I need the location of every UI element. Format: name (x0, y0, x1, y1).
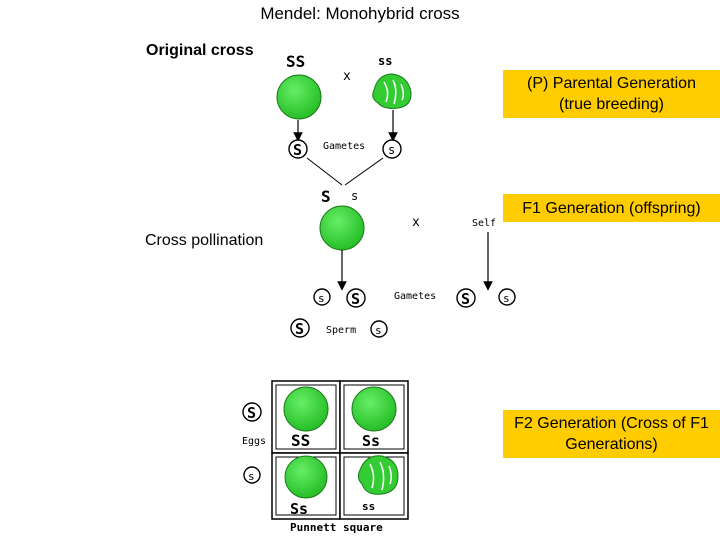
f1-gamete-recessive-left: s (318, 292, 325, 305)
gamete-recessive-letter: s (388, 143, 395, 157)
f1-gamete-recessive-right: s (503, 292, 510, 305)
gamete-recessive-circle (382, 139, 402, 159)
pea-smooth-cell-1 (283, 386, 329, 432)
original-cross-label: Original cross (146, 42, 254, 59)
pea-wrinkled-parent (372, 73, 412, 109)
pea-smooth-cell-2 (351, 386, 397, 432)
sperm-label: Sperm (326, 325, 356, 336)
f1-genotype-dominant: S (321, 187, 331, 206)
f1-generation-callout: F1 Generation (offspring) (503, 194, 720, 222)
parental-generation-callout: (P) Parental Generation (true breeding) (503, 70, 720, 118)
gametes-label-top: Gametes (323, 141, 365, 152)
eggs-label: Eggs (242, 436, 266, 447)
pea-wrinkled-cell-4 (357, 455, 399, 495)
gametes-label-f1: Gametes (394, 291, 436, 302)
egg-dominant-letter: S (247, 404, 256, 422)
f1-gamete-dominant-left: S (351, 290, 360, 308)
f1-gamete-dominant-left-circle (346, 288, 366, 308)
parent-right-genotype: ss (378, 54, 392, 68)
page-title: Mendel: Monohybrid cross (260, 4, 460, 23)
punnett-cell-1-genotype: SS (291, 431, 310, 450)
gamete-dominant-circle (288, 139, 308, 159)
f1-gamete-dominant-right: S (461, 290, 470, 308)
pea-smooth-cell-3 (284, 455, 328, 499)
gamete-dominant-letter: S (293, 141, 302, 159)
sperm-dominant-letter: S (295, 320, 304, 338)
sperm-recessive-circle (370, 320, 388, 338)
egg-recessive-circle (243, 466, 261, 484)
punnett-cell-3-genotype: Ss (290, 500, 308, 518)
pea-smooth-f1 (319, 205, 365, 251)
f1-gamete-recessive-right-circle (498, 288, 516, 306)
egg-dominant-circle (242, 402, 262, 422)
sperm-dominant-circle (290, 318, 310, 338)
f1-gamete-recessive-left-circle (313, 288, 331, 306)
egg-recessive-letter: s (248, 470, 255, 483)
f1-genotype-recessive: s (351, 189, 358, 203)
punnett-cell-4-genotype: ss (362, 500, 375, 513)
self-label: Self (472, 218, 496, 229)
f1-cross-symbol: x (412, 215, 420, 230)
pea-smooth-parent (276, 74, 322, 120)
cross-pollination-label: Cross pollination (145, 232, 264, 249)
parent-left-genotype: SS (286, 52, 305, 71)
parent-cross-symbol: x (343, 69, 351, 84)
f1-gamete-dominant-right-circle (456, 288, 476, 308)
f2-generation-callout: F2 Generation (Cross of F1 Generations) (503, 410, 720, 458)
punnett-square-label: Punnett square (290, 521, 383, 534)
sperm-recessive-letter: s (375, 324, 382, 337)
punnett-cell-2-genotype: Ss (362, 432, 380, 450)
